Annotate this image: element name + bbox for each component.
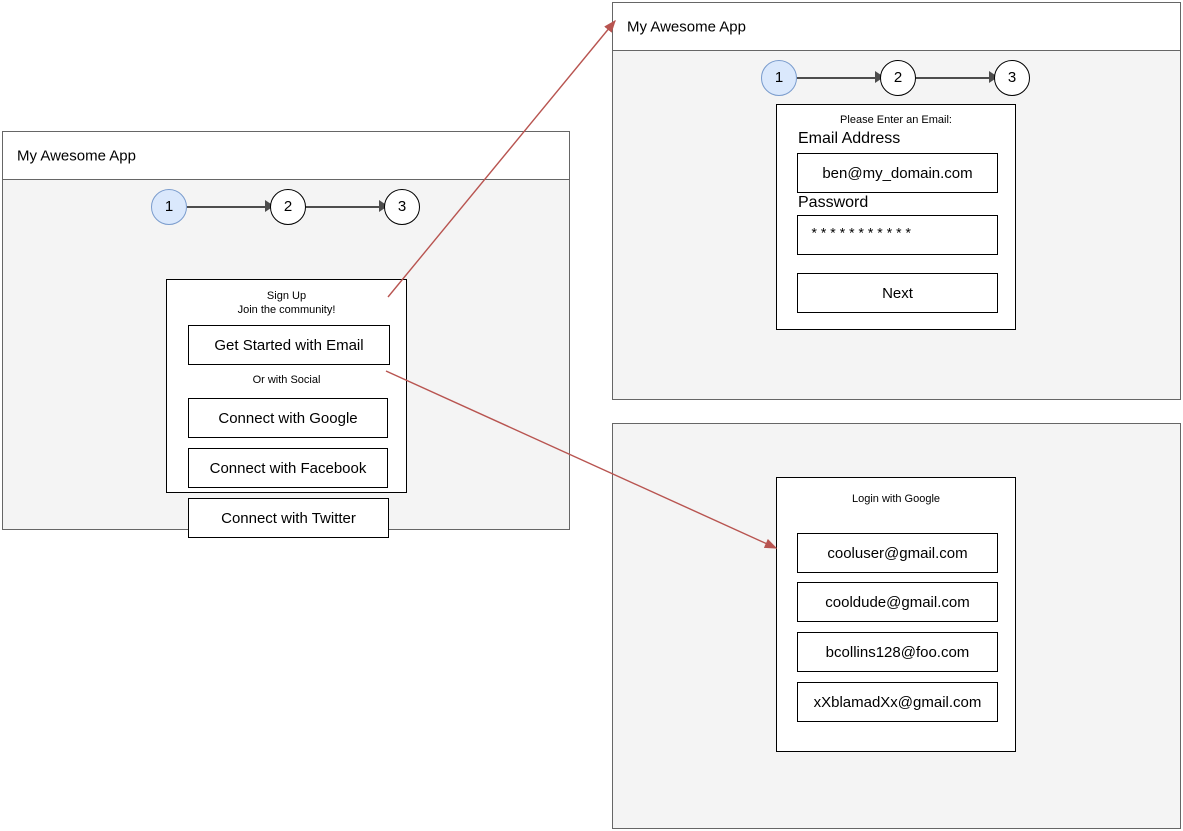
signup-step-1[interactable]: 1 — [151, 189, 187, 225]
signup-window: My Awesome App 1 2 3 Sign Up Join the co… — [2, 131, 570, 538]
email-stepper: 1 2 3 — [761, 60, 1035, 96]
email-step-3[interactable]: 3 — [994, 60, 1030, 96]
connect-with-twitter-button[interactable]: Connect with Twitter — [188, 498, 389, 538]
email-window-body: 1 2 3 Please Enter an Email: Email Addre… — [613, 51, 1180, 399]
signup-step-arrow-1-2 — [265, 200, 274, 212]
signup-step-arrow-2-3 — [379, 200, 388, 212]
signup-step-line-2-3 — [306, 206, 383, 208]
get-started-with-email-button[interactable]: Get Started with Email — [188, 325, 390, 365]
email-window: My Awesome App 1 2 3 Please Enter an Ema… — [612, 2, 1181, 400]
connect-with-google-button[interactable]: Connect with Google — [188, 398, 388, 438]
password-input[interactable]: *********** — [797, 215, 998, 255]
signup-stepper: 1 2 3 — [151, 189, 425, 225]
google-card: Login with Google cooluser@gmail.com coo… — [776, 477, 1016, 752]
email-step-arrow-2-3 — [989, 71, 998, 83]
google-account-option-3[interactable]: bcollins128@foo.com — [797, 632, 998, 672]
google-account-option-2[interactable]: cooldude@gmail.com — [797, 582, 998, 622]
signup-card-title-line1: Sign Up — [266, 290, 307, 302]
email-address-input[interactable]: ben@my_domain.com — [797, 153, 998, 193]
password-label: Password — [798, 194, 869, 211]
signup-step-2[interactable]: 2 — [270, 189, 306, 225]
google-window: Login with Google cooluser@gmail.com coo… — [612, 423, 1181, 829]
email-address-label: Email Address — [798, 130, 901, 147]
next-button[interactable]: Next — [797, 273, 998, 313]
email-window-title: My Awesome App — [627, 18, 746, 35]
signup-step-line-1-2 — [187, 206, 269, 208]
google-card-title: Login with Google — [851, 493, 941, 505]
connect-with-facebook-button[interactable]: Connect with Facebook — [188, 448, 388, 488]
signup-window-title: My Awesome App — [17, 147, 136, 164]
signup-window-body: 1 2 3 Sign Up Join the community! Get St… — [3, 180, 569, 538]
signup-card: Sign Up Join the community! Get Started … — [166, 279, 407, 538]
email-step-line-1-2 — [797, 77, 879, 79]
signup-step-3[interactable]: 3 — [384, 189, 420, 225]
google-account-option-1[interactable]: cooluser@gmail.com — [797, 533, 998, 573]
signup-window-titlebar: My Awesome App — [3, 132, 569, 180]
email-step-line-2-3 — [916, 77, 993, 79]
google-account-option-4[interactable]: xXblamadXx@gmail.com — [797, 682, 998, 722]
email-step-2[interactable]: 2 — [880, 60, 916, 96]
email-step-1[interactable]: 1 — [761, 60, 797, 96]
email-card-title: Please Enter an Email: — [840, 114, 952, 126]
or-with-social-note: Or with Social — [252, 374, 321, 386]
signup-card-title-line2: Join the community! — [237, 304, 336, 316]
email-window-titlebar: My Awesome App — [613, 3, 1180, 51]
email-step-arrow-1-2 — [875, 71, 884, 83]
email-card: Please Enter an Email: Email Address ben… — [776, 104, 1016, 330]
